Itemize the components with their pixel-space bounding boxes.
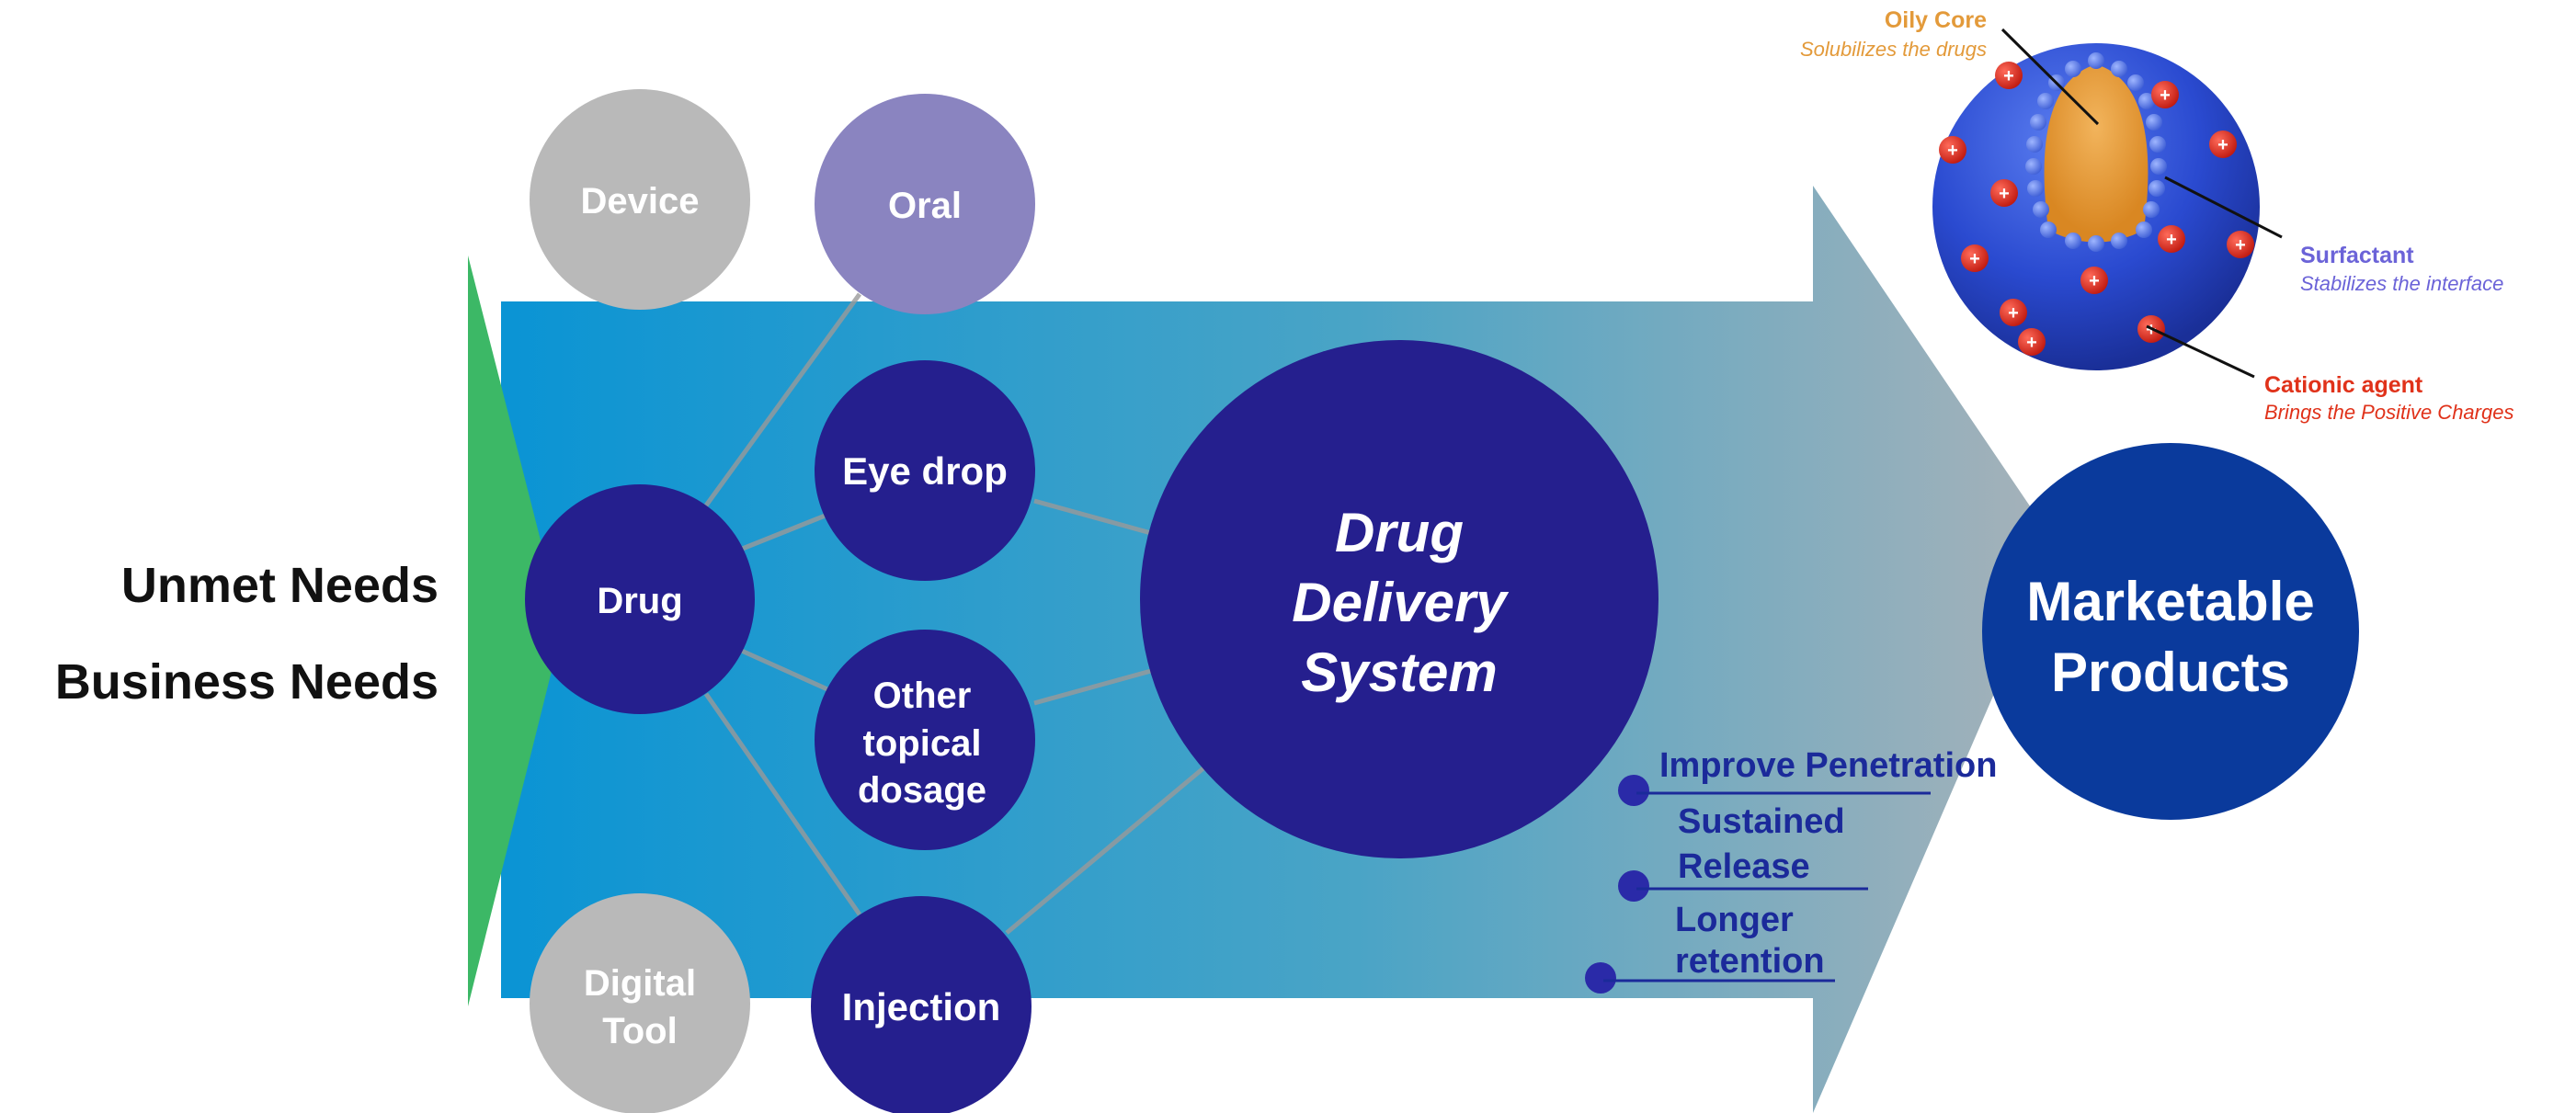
nanoemulsion-particle: + + + + + + + + + + + + [1932, 28, 2283, 379]
benefit-retention-line1: Longer [1675, 901, 1794, 939]
marketable-line1: Marketable [2026, 571, 2314, 632]
svg-text:+: + [2003, 66, 2014, 86]
svg-text:+: + [1947, 141, 1958, 161]
digital-tool-line2: Tool [602, 1011, 677, 1051]
other-topical-line1: Other [873, 676, 972, 716]
eye-drop-label: Eye drop [842, 449, 1008, 493]
charge-signs: + + + + + + + + + + + + [1947, 66, 2246, 353]
drug-label: Drug [597, 581, 682, 621]
dds-line3: System [1301, 642, 1497, 703]
benefit-bullet [1618, 775, 1649, 806]
benefit-bullet [1618, 870, 1649, 902]
other-topical-line3: dosage [858, 770, 986, 811]
injection-label: Injection [842, 985, 1001, 1028]
svg-text:+: + [2160, 85, 2171, 106]
benefit-retention-line2: retention [1675, 942, 1825, 981]
unmet-needs-label: Unmet Needs [121, 558, 439, 613]
eye-drop-circle [815, 360, 1035, 581]
svg-text:+: + [2089, 271, 2100, 291]
surfactant-layer [2025, 52, 2167, 252]
dds-circle [1140, 340, 1658, 858]
input-triangle [468, 256, 563, 1006]
oily-core-desc: Solubilizes the drugs [1800, 38, 1987, 61]
dds-line2: Delivery [1292, 572, 1509, 633]
drug-circle [525, 484, 755, 714]
cationic-title: Cationic agent [2264, 372, 2423, 398]
svg-text:+: + [1999, 184, 2010, 204]
business-needs-label: Business Needs [55, 654, 439, 710]
surfactant-desc: Stabilizes the interface [2300, 272, 2503, 295]
device-label: Device [581, 181, 700, 221]
benefit-sustained-line1: Sustained [1678, 802, 1845, 841]
svg-text:+: + [2026, 333, 2037, 353]
benefit-penetration: Improve Penetration [1659, 746, 1997, 785]
injection-circle [811, 896, 1032, 1113]
oily-core-title: Oily Core [1885, 7, 1987, 33]
svg-text:+: + [2008, 303, 2019, 324]
benefits-list: Improve Penetration Sustained Release Lo… [1585, 746, 1997, 994]
connector-lines [703, 292, 1206, 935]
svg-text:+: + [2166, 230, 2177, 250]
oral-label: Oral [888, 186, 962, 226]
digital-tool-circle [530, 893, 750, 1113]
benefit-bullet [1585, 962, 1616, 994]
dds-line1: Drug [1335, 502, 1464, 563]
surfactant-title: Surfactant [2300, 243, 2414, 268]
marketable-circle [1982, 443, 2359, 820]
other-topical-line2: topical [863, 723, 982, 764]
benefit-sustained-line2: Release [1678, 847, 1810, 886]
svg-text:+: + [1969, 249, 1980, 269]
digital-tool-line1: Digital [584, 963, 696, 1004]
cationic-desc: Brings the Positive Charges [2264, 401, 2513, 424]
svg-text:+: + [2235, 235, 2246, 256]
svg-text:+: + [2217, 135, 2228, 155]
other-topical-circle [815, 630, 1035, 850]
oral-circle [815, 94, 1035, 314]
marketable-line2: Products [2051, 642, 2290, 703]
device-circle [530, 89, 750, 310]
oily-core-shape [2044, 64, 2149, 243]
